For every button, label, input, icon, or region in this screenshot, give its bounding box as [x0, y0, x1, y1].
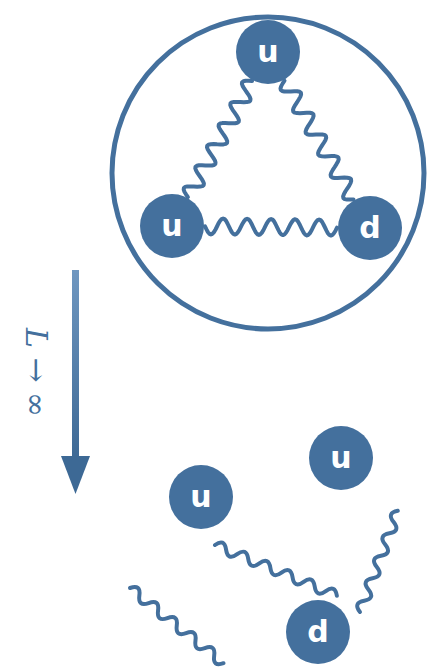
limit-label: L → ∞	[19, 327, 54, 416]
gluon-line	[205, 219, 337, 236]
gluon-line	[281, 81, 354, 200]
proton-boundary	[112, 17, 424, 329]
quark-label: u	[257, 37, 278, 67]
quark-label: u	[190, 482, 211, 512]
quark-ball: u	[169, 465, 233, 529]
quark-label: u	[161, 211, 182, 241]
quark-ball: u	[309, 426, 373, 490]
quark-label: d	[359, 213, 380, 243]
gluon-line	[184, 81, 252, 197]
quark-ball: d	[338, 196, 402, 260]
quark-label: d	[307, 617, 328, 647]
free-gluon	[355, 509, 402, 614]
quark-ball: d	[286, 600, 350, 664]
free-gluon	[127, 584, 227, 667]
quark-label: u	[330, 443, 351, 473]
quark-ball: u	[236, 20, 300, 84]
free-gluon	[213, 540, 339, 600]
limit-arrow	[61, 270, 90, 494]
quark-ball: u	[140, 194, 204, 258]
